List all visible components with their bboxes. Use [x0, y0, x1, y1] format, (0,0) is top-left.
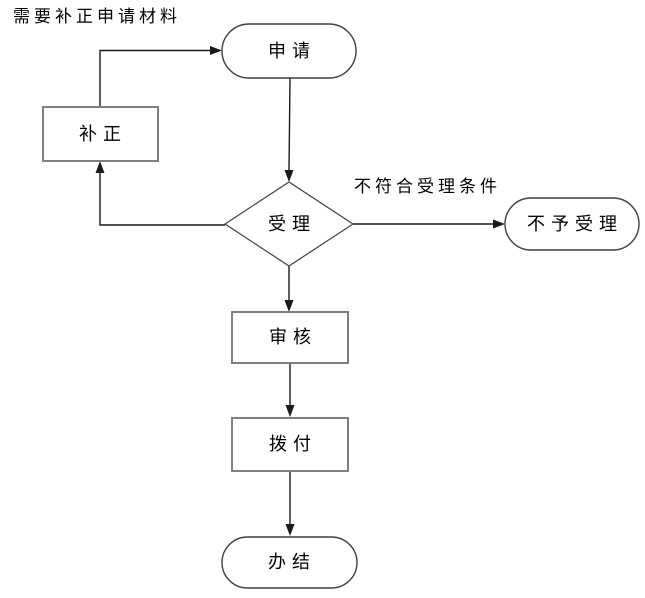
node-review: 审核 — [231, 311, 349, 364]
arrowhead-right-icon — [210, 46, 222, 55]
edge-accept-correct — [95, 161, 225, 226]
arrowhead-right-icon — [493, 219, 505, 229]
arrowhead-down-icon — [285, 524, 295, 536]
edge-label-reject-condition: 不符合受理条件 — [354, 177, 501, 196]
node-disburse-label: 拨付 — [269, 434, 317, 454]
node-correct-shape — [42, 106, 159, 162]
node-finish: 办结 — [221, 536, 358, 589]
edge-accept-reject — [353, 219, 505, 229]
node-reject-shape — [504, 197, 640, 251]
arrowhead-down-icon — [284, 170, 294, 182]
node-reject-label: 不予受理 — [527, 214, 623, 234]
node-disburse-shape — [231, 417, 349, 472]
node-apply-label: 申请 — [268, 41, 316, 61]
note-need-correction-label: 需要补正申请材料 — [13, 7, 181, 26]
edge-apply-accept — [284, 77, 294, 182]
node-reject: 不予受理 — [504, 197, 640, 251]
arrowhead-up-icon — [95, 161, 105, 173]
node-accept: 受理 — [223, 181, 355, 267]
node-review-shape — [231, 311, 349, 364]
node-apply-shape — [221, 23, 357, 79]
node-accept-shape — [223, 181, 355, 267]
node-review-label: 审核 — [269, 327, 317, 347]
arrowhead-down-icon — [284, 300, 294, 312]
edge-accept-review — [284, 266, 294, 312]
edge-review-disburse — [285, 363, 295, 417]
node-finish-label: 办结 — [268, 552, 316, 572]
edge-disburse-finish — [285, 471, 295, 536]
edge-correct-apply-line — [99, 49, 211, 107]
node-disburse: 拨付 — [231, 417, 349, 472]
node-apply: 申请 — [221, 23, 357, 79]
edge-apply-accept-line — [288, 77, 291, 172]
node-correct-label: 补正 — [79, 124, 127, 144]
edge-accept-correct-line — [99, 172, 225, 226]
node-correct: 补正 — [42, 106, 159, 162]
node-accept-label: 受理 — [268, 214, 316, 234]
arrowhead-down-icon — [285, 405, 295, 417]
node-finish-shape — [221, 536, 358, 589]
edge-correct-apply — [99, 46, 222, 107]
